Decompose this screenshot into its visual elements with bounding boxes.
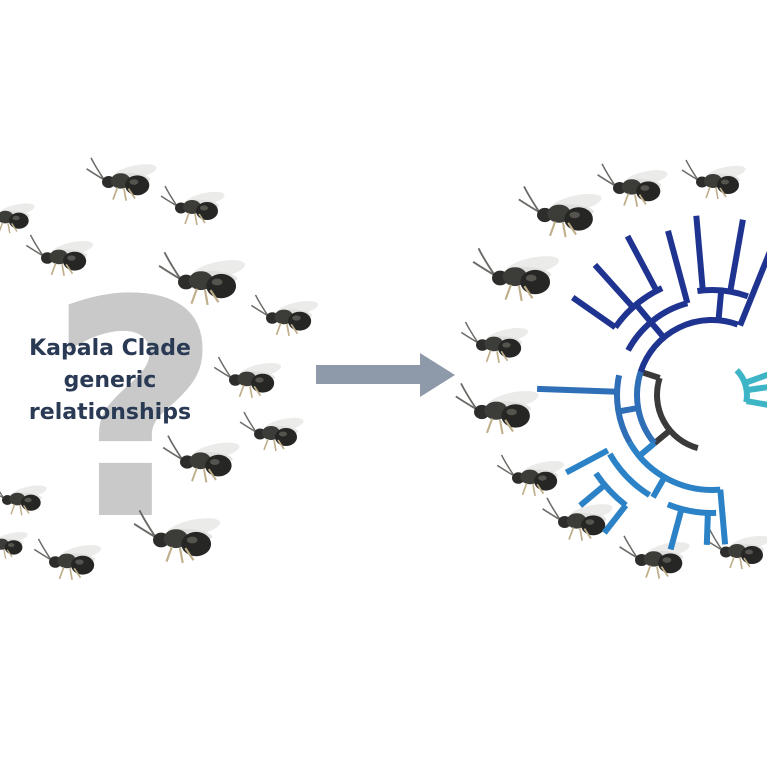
tree-branch <box>648 320 667 340</box>
tree-branch <box>717 489 729 545</box>
tree-branch <box>536 385 618 395</box>
wasp-specimen-icon <box>596 162 670 208</box>
tree-branch-arc <box>654 377 699 451</box>
wasp-specimen-icon <box>705 529 767 570</box>
wasp-specimen-icon <box>0 479 49 517</box>
tree-branch <box>639 368 661 381</box>
tree-branch-arc <box>593 471 628 508</box>
wasp-specimen-icon <box>85 156 159 202</box>
tree-branch <box>633 302 654 325</box>
wasp-specimen-icon <box>472 247 562 303</box>
tree-branch <box>665 230 691 304</box>
wasp-specimen-icon <box>0 197 37 235</box>
wasp-specimen-icon <box>517 185 605 239</box>
wasp-specimen-icon <box>133 509 223 565</box>
arrow-shaft <box>316 365 422 384</box>
tree-branch-arc <box>666 501 717 516</box>
wasp-specimen-icon <box>33 538 104 581</box>
tree-branch <box>667 508 685 551</box>
tree-branch <box>624 234 660 293</box>
wasp-specimen-icon <box>496 454 567 497</box>
tree-branch <box>652 428 672 446</box>
wasp-specimen-icon <box>0 526 30 560</box>
wasp-specimen-icon <box>158 251 248 307</box>
tree-branch <box>650 475 668 499</box>
tree-branch-arc <box>637 317 739 373</box>
tree-branch <box>578 482 607 508</box>
tree-branch <box>727 219 746 293</box>
wasp-specimen-icon <box>250 294 321 337</box>
tree-branch <box>617 405 639 415</box>
title-line-3: relationships <box>28 400 192 425</box>
tree-branch-arc <box>634 370 657 446</box>
wasp-specimen-icon <box>213 356 284 399</box>
arrow-head <box>420 353 455 397</box>
question-mark: ? <box>48 237 223 586</box>
tree-branch <box>592 262 636 310</box>
wasp-specimen-icon <box>239 411 306 452</box>
title-caption: Kapala Clade generic relationships <box>10 333 210 429</box>
tree-branch <box>564 447 610 476</box>
tree-branch <box>637 440 657 459</box>
tree-branch-arc <box>627 440 721 493</box>
tree-branch <box>693 215 706 291</box>
tree-branch <box>601 503 629 535</box>
wasp-specimen-icon <box>541 496 615 542</box>
transition-arrow <box>316 353 455 397</box>
title-line-2: generic <box>63 368 157 393</box>
wasp-specimen-icon <box>162 434 242 484</box>
tree-branch-arc <box>734 368 750 403</box>
tree-branch-arc <box>607 452 652 498</box>
tree-branch <box>715 290 725 321</box>
tree-branch <box>745 398 767 408</box>
tree-branch <box>746 384 767 394</box>
wasp-specimen-icon <box>454 382 542 436</box>
wasp-specimen-icon <box>460 321 531 364</box>
wasp-specimen-icon <box>25 234 96 277</box>
wasp-specimen-icon <box>618 534 692 580</box>
title-line-1: Kapala Clade <box>29 336 191 361</box>
tree-branch <box>703 512 711 546</box>
tree-branch <box>737 250 767 327</box>
tree-branch <box>743 371 767 386</box>
wasp-specimen-icon <box>160 185 227 226</box>
phylogenetic-tree <box>536 215 767 551</box>
tree-branch <box>570 295 618 330</box>
wasp-specimen-icon <box>681 159 748 200</box>
